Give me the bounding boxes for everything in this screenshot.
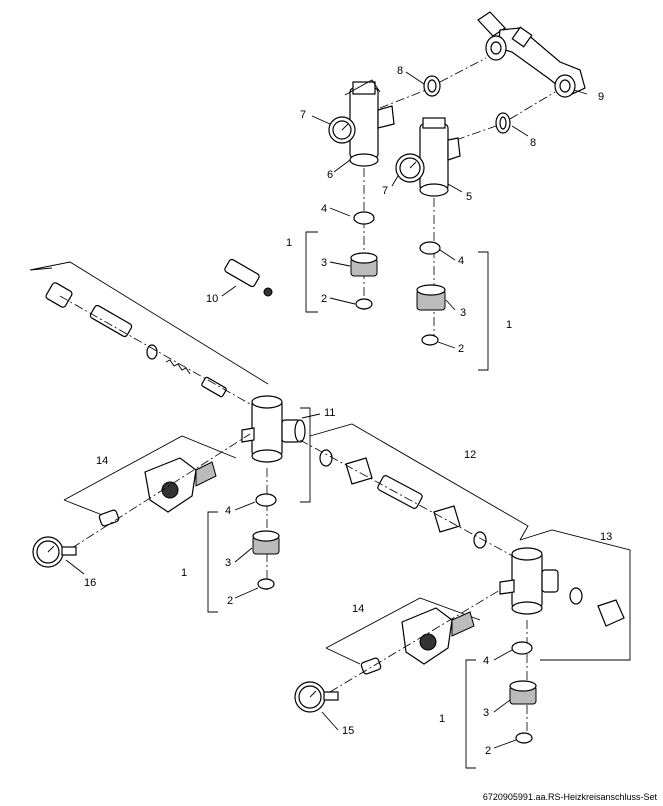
callout-5: 5 <box>466 191 472 203</box>
callout-4-a: 4 <box>321 203 327 215</box>
fitting-10 <box>45 258 273 398</box>
tee-fitting-13 <box>499 547 559 615</box>
callout-4-c: 4 <box>225 505 231 517</box>
callout-3-a: 3 <box>321 257 327 269</box>
seal-ring-8-right <box>495 112 511 134</box>
seal-ring-8-upper <box>423 75 441 97</box>
seal-2-a <box>355 298 373 310</box>
seal-4-c <box>255 493 277 507</box>
callout-4-b: 4 <box>458 255 464 267</box>
callout-1-d: 1 <box>439 713 445 725</box>
callout-6: 6 <box>327 169 333 181</box>
callout-2-b: 2 <box>458 343 464 355</box>
callout-2-a: 2 <box>321 293 327 305</box>
callout-2-d: 2 <box>485 745 491 757</box>
callout-12: 12 <box>464 449 476 461</box>
nipple-3-b <box>416 284 446 311</box>
insulation-handle-14-a <box>144 457 217 513</box>
callout-1-a: 1 <box>286 237 292 249</box>
ball-valve-5 <box>395 117 461 197</box>
callout-11: 11 <box>324 407 335 419</box>
seal-4-b <box>419 241 441 255</box>
tee-fitting-11 <box>241 395 306 463</box>
callout-7-upper: 7 <box>300 109 306 121</box>
nut-13 <box>597 599 625 627</box>
adapter-14-a <box>98 509 120 527</box>
seal-4-d <box>511 641 533 655</box>
callout-4-d: 4 <box>483 655 489 667</box>
nipple-3-c <box>252 530 280 555</box>
seal-2-c <box>257 578 275 590</box>
pipe-connector-9 <box>477 11 586 98</box>
callout-3-b: 3 <box>460 307 466 319</box>
seal-4-a <box>353 211 375 225</box>
callout-8-upper: 8 <box>397 65 403 77</box>
callout-2-c: 2 <box>227 595 233 607</box>
callout-9: 9 <box>598 91 604 103</box>
callout-14-lower: 14 <box>352 603 364 615</box>
nipple-3-a <box>350 252 378 277</box>
callout-16: 16 <box>84 577 96 589</box>
thermometer-16 <box>32 536 77 568</box>
ball-valve-6 <box>328 79 395 167</box>
leader-lines <box>65 71 588 749</box>
callout-7-lower: 7 <box>382 185 388 197</box>
insulation-handle-14-b <box>401 607 475 665</box>
callout-10: 10 <box>206 293 218 305</box>
callout-15: 15 <box>342 725 354 737</box>
callout-1-c: 1 <box>181 567 187 579</box>
figure-caption: 6720905991.aa.RS-Heizkreisanschluss-Set <box>482 792 657 802</box>
callout-13: 13 <box>600 531 612 543</box>
seal-13 <box>569 587 583 605</box>
callout-3-d: 3 <box>483 707 489 719</box>
thermometer-15 <box>294 681 339 713</box>
callout-1-b: 1 <box>506 319 512 331</box>
callout-14-upper: 14 <box>96 455 108 467</box>
seal-2-d <box>515 732 533 744</box>
seal-2-b <box>421 334 439 346</box>
callout-8-right: 8 <box>530 137 536 149</box>
nipple-3-d <box>509 680 537 705</box>
callout-3-c: 3 <box>225 557 231 569</box>
